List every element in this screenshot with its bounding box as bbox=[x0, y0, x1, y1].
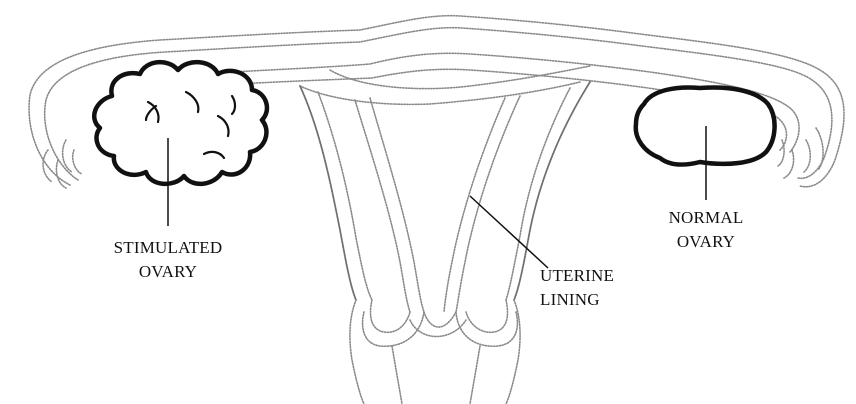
normal-ovary-label-line1: NORMAL bbox=[646, 206, 766, 230]
stimulated-ovary-shape bbox=[94, 62, 267, 184]
stimulated-ovary-label-line1: STIMULATED bbox=[98, 236, 238, 260]
stimulated-ovary-label: STIMULATED OVARY bbox=[98, 236, 238, 284]
uterine-lining-label: UTERINE LINING bbox=[540, 264, 650, 312]
uterine-lining-leader bbox=[470, 196, 548, 268]
uterine-lining-label-line1: UTERINE bbox=[540, 264, 650, 288]
uterus-body bbox=[300, 82, 590, 404]
stimulated-ovary-label-line2: OVARY bbox=[98, 260, 238, 284]
normal-ovary-shape bbox=[636, 88, 775, 165]
uterine-lining-label-line2: LINING bbox=[540, 288, 650, 312]
normal-ovary-label-line2: OVARY bbox=[646, 230, 766, 254]
normal-ovary-label: NORMAL OVARY bbox=[646, 206, 766, 254]
